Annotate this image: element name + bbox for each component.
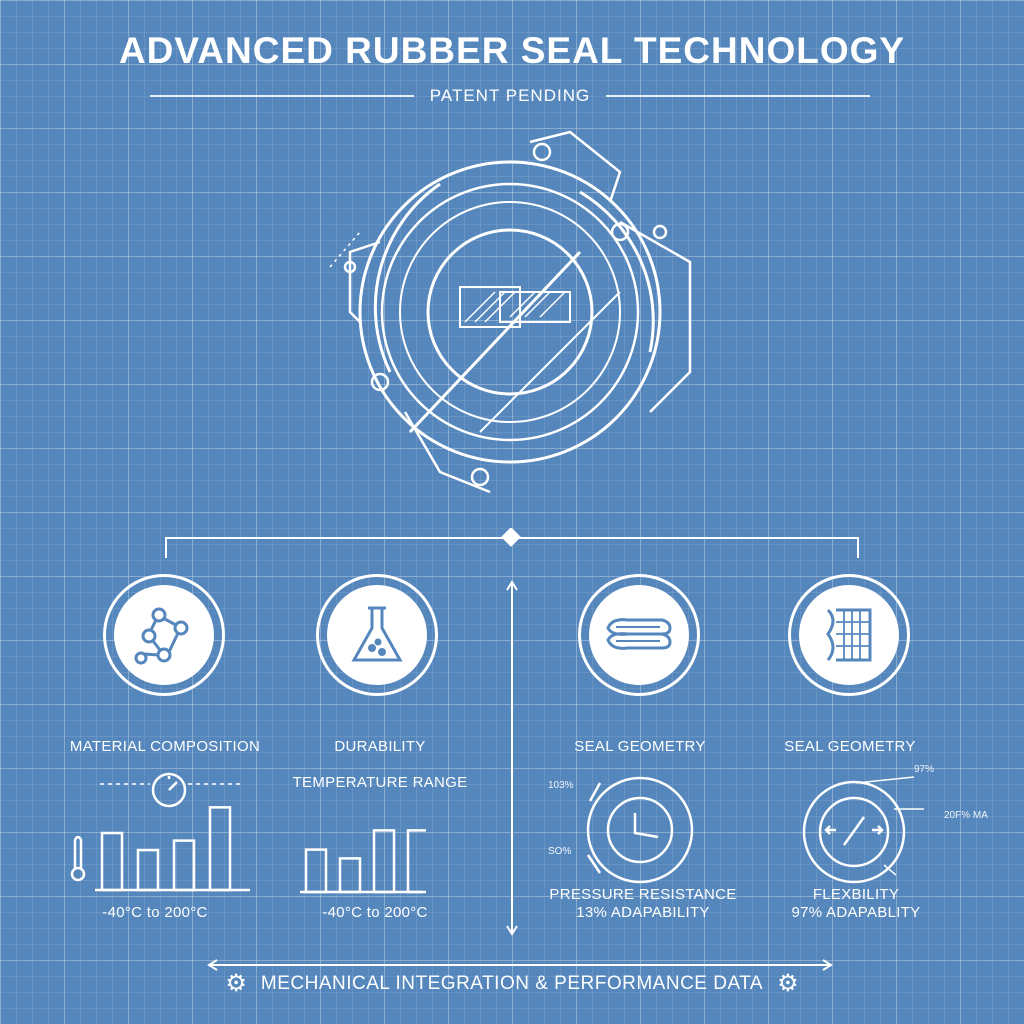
seal-schematic-diagram	[329, 130, 692, 494]
feature-label-seal-geometry-1: SEAL GEOMETRY	[574, 738, 706, 755]
gauge-1-bottom-label: SO%	[548, 846, 572, 857]
flexibility-gauge	[802, 776, 924, 884]
bar-chart-1	[70, 772, 250, 892]
bar	[304, 848, 328, 894]
bar	[338, 857, 362, 894]
feature-label-seal-geometry-2: SEAL GEOMETRY	[784, 738, 916, 755]
divider-right	[606, 95, 871, 97]
feature-label-durability: DURABILITY	[334, 738, 426, 755]
footer-arrow	[207, 959, 833, 971]
temperature-range-2: -40°C to 200°C	[322, 904, 428, 921]
seal-geometry-circle-2	[788, 574, 910, 696]
bar	[100, 831, 124, 892]
page-title: ADVANCED RUBBER SEAL TECHNOLOGY	[118, 30, 906, 71]
gauge-1-top-label: 103%	[548, 780, 574, 791]
bar	[372, 829, 396, 894]
footer-text: MECHANICAL INTEGRATION & PERFORMANCE DAT…	[260, 973, 764, 994]
bar	[406, 829, 426, 894]
gauge-2-top-label: 97%	[914, 764, 935, 775]
molecule-icon	[134, 607, 189, 665]
flask-icon	[351, 606, 403, 662]
pressure-adaptability: 13% ADAPABILITY	[576, 904, 710, 921]
gear-icon: ⚙	[225, 970, 247, 997]
bar-chart-2	[300, 829, 426, 894]
thermometer-icon	[70, 835, 86, 882]
temperature-range-1: -40°C to 200°C	[102, 904, 208, 921]
durability-circle	[316, 574, 438, 696]
material-composition-circle	[103, 574, 225, 696]
bar	[208, 806, 232, 892]
seal-layers-icon	[606, 618, 672, 650]
feature-label-material: MATERIAL COMPOSITION	[69, 738, 261, 755]
pressure-resistance-label: PRESSURE RESISTANCE	[549, 886, 737, 903]
flexibility-adaptability: 97% ADAPABLITY	[791, 904, 921, 921]
gear-icon: ⚙	[777, 970, 799, 997]
footer: ⚙ MECHANICAL INTEGRATION & PERFORMANCE D…	[0, 972, 1024, 996]
vertical-divider	[506, 580, 518, 936]
seal-geometry-circle-1	[578, 574, 700, 696]
connector-lines	[165, 528, 859, 558]
seal-mesh-icon	[826, 608, 872, 662]
subtitle: PATENT PENDING	[429, 86, 591, 105]
subtitle-row: PATENT PENDING	[150, 84, 871, 108]
pressure-gauge	[586, 776, 694, 884]
divider-left	[150, 95, 414, 97]
bar	[172, 839, 196, 892]
flexibility-label: FLEXBILITY	[812, 886, 900, 903]
temperature-range-label: TEMPERATURE RANGE	[292, 774, 468, 791]
bar	[136, 848, 160, 892]
gauge-2-side-label: 20F% MA	[944, 810, 988, 821]
